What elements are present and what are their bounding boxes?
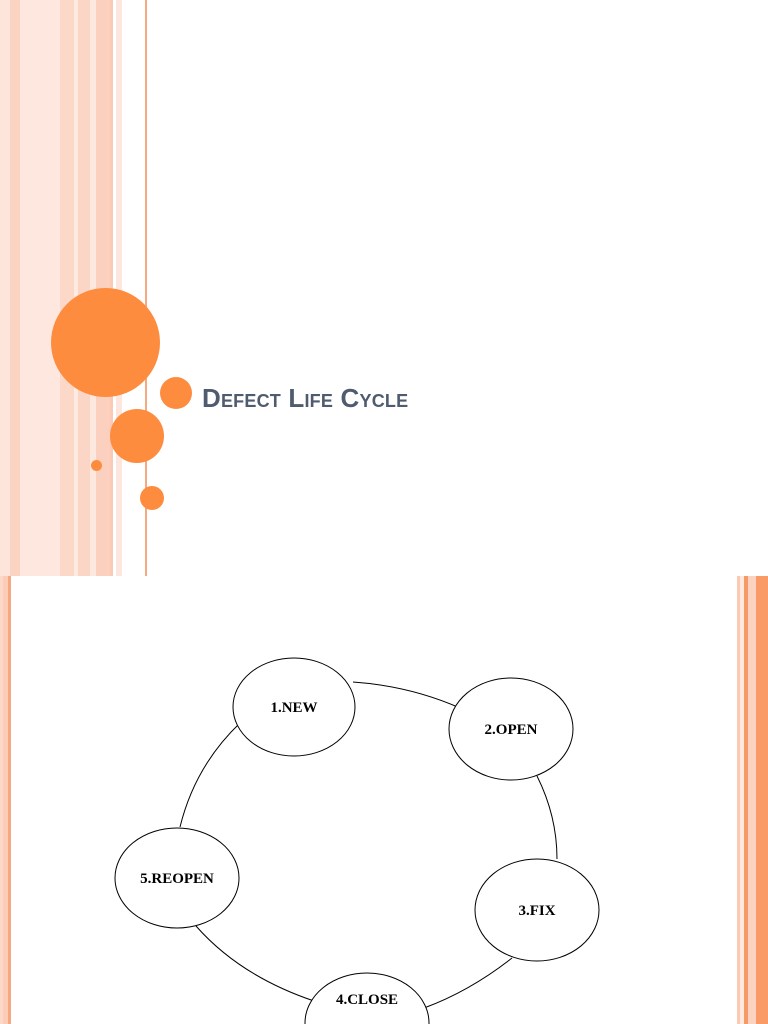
decor-stripe (748, 576, 756, 1024)
node-open: 2.OPEN (448, 677, 574, 781)
node-fix-ellipse (474, 858, 600, 962)
decor-stripe (0, 576, 3, 1024)
decor-circle (160, 377, 192, 409)
edge-fix-to-close (423, 957, 513, 1009)
defect-cycle-diagram: 1.NEW 2.OPEN 3.FIX 4.CLOSE 5.REOPEN (114, 657, 600, 1024)
edge-reopen-to-new (179, 722, 241, 828)
decor-stripe (90, 0, 96, 576)
node-new: 1.NEW (232, 657, 356, 757)
node-new-ellipse (232, 657, 356, 757)
decor-circle (110, 409, 164, 463)
decor-stripe (756, 576, 768, 1024)
edge-open-to-fix (536, 775, 558, 860)
node-reopen: 5.REOPEN (114, 827, 240, 929)
decor-stripe (74, 0, 78, 576)
edge-close-to-reopen (195, 925, 315, 1002)
decor-stripe (116, 0, 122, 576)
slide-title: Defect Life Cycle (202, 383, 409, 413)
node-fix: 3.FIX (474, 858, 600, 962)
node-open-ellipse (448, 677, 574, 781)
node-reopen-ellipse (114, 827, 240, 929)
decor-stripe (737, 576, 740, 1024)
decor-stripe (78, 0, 90, 576)
decor-stripe (20, 0, 60, 576)
edge-new-to-open (352, 681, 461, 709)
node-reopen-label: 5.REOPEN (140, 871, 214, 887)
decor-stripe (8, 576, 11, 1024)
node-close-label: 4.CLOSE (336, 992, 398, 1008)
cycle-edges (179, 681, 558, 1009)
cycle-nodes: 1.NEW 2.OPEN 3.FIX 4.CLOSE 5.REOPEN (114, 657, 600, 1024)
decor-circle (140, 486, 164, 510)
decor-stripe (0, 0, 10, 576)
decor-stripe (10, 0, 20, 576)
decor-circle-small (91, 460, 102, 471)
decor-stripe (60, 0, 74, 576)
decor-stripe (145, 0, 147, 576)
decor-stripe (3, 576, 8, 1024)
decor-circle-large (51, 288, 160, 397)
decor-stripe (740, 576, 744, 1024)
node-open-label: 2.OPEN (485, 722, 538, 738)
diagram-slide: 1.NEW 2.OPEN 3.FIX 4.CLOSE 5.REOPEN (0, 576, 768, 1024)
title-slide: Defect Life Cycle (0, 0, 409, 576)
node-new-label: 1.NEW (270, 700, 317, 716)
decor-stripe (744, 576, 748, 1024)
node-close-ellipse (304, 972, 430, 1024)
node-close: 4.CLOSE (304, 972, 430, 1024)
node-fix-label: 3.FIX (518, 903, 555, 919)
